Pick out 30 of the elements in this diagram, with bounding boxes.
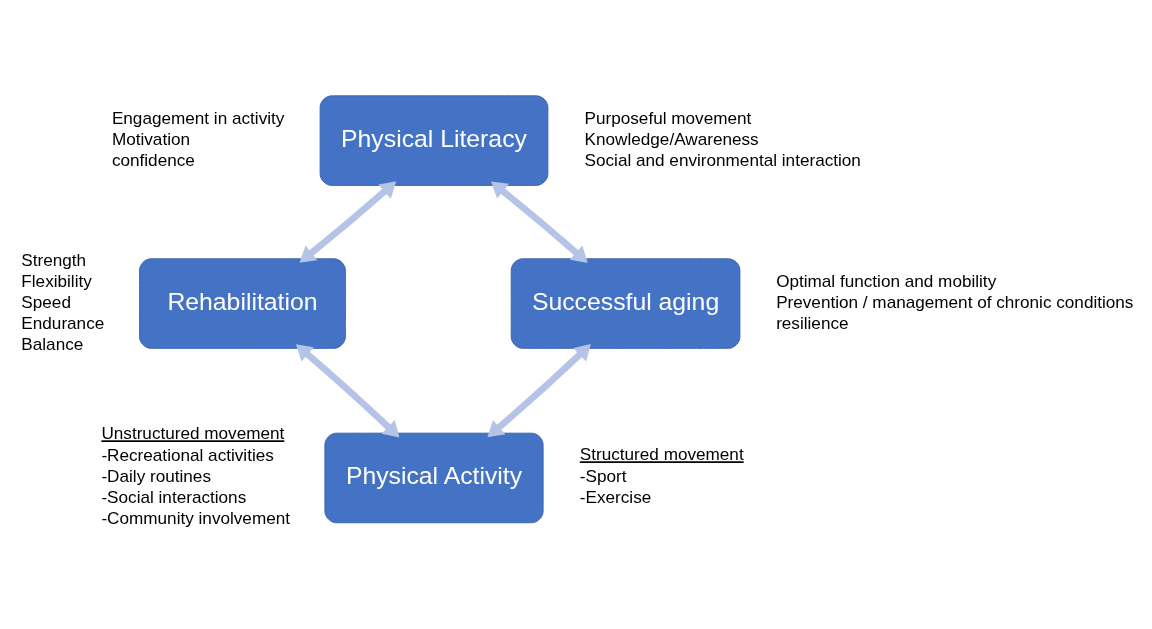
node-label: Balance — [21, 333, 84, 354]
node-label: Knowledge/Awareness — [584, 128, 759, 149]
arrow — [487, 343, 591, 437]
arrow — [491, 181, 588, 263]
node-box: Successful aging — [510, 257, 741, 349]
node-label: -Sport — [579, 465, 627, 486]
node-label: Purposeful movement — [584, 107, 752, 128]
node-label: Endurance — [21, 312, 105, 333]
node-label: Speed — [21, 291, 71, 312]
node-box: Physical Activity — [324, 432, 544, 523]
node-label: Social and environmental interaction — [584, 149, 861, 170]
node-label: -Recreational activities — [101, 444, 274, 465]
node-label: -Community involvement — [101, 507, 291, 528]
node-label: confidence — [111, 149, 195, 170]
node-box: Rehabilitation — [139, 257, 346, 349]
node-label: Structured movement — [579, 443, 744, 464]
node-label: resilience — [776, 312, 849, 333]
node-label: -Exercise — [579, 486, 652, 507]
node-label: Unstructured movement — [101, 422, 285, 443]
node-label: Engagement in activity — [111, 107, 285, 128]
node-box: Physical Literacy — [319, 94, 549, 186]
node-label: Strength — [21, 249, 87, 270]
arrow — [299, 180, 397, 263]
node-label: Optimal function and mobility — [776, 270, 997, 291]
arrow — [295, 343, 400, 437]
node-label: Prevention / management of chronic conditions — [776, 291, 1134, 312]
node-label: -Social interactions — [101, 486, 247, 507]
node-label: -Daily routines — [101, 465, 211, 486]
node-label: Motivation — [111, 128, 191, 149]
node-label: Flexibility — [21, 270, 92, 291]
